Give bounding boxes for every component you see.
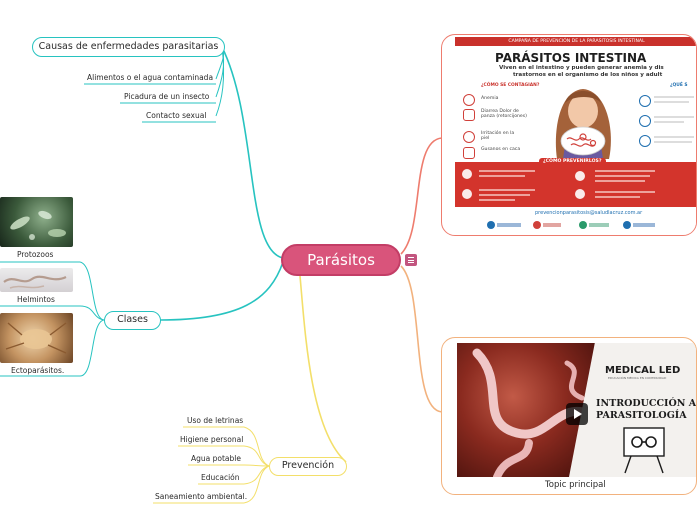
causa-item-3[interactable]: Contacto sexual — [146, 111, 207, 120]
stomach-icon — [463, 109, 475, 121]
video-thumbnail: MEDICAL LED EDUCACIÓN MÉDICA EN CONTINUI… — [457, 343, 697, 477]
poster-symptom-3: Irritación en la piel — [481, 131, 515, 142]
drop-icon — [639, 95, 651, 107]
notes-icon[interactable] — [405, 254, 417, 266]
prevencion-item-3[interactable]: Agua potable — [191, 454, 241, 463]
prevencion-topic-label: Prevención — [281, 460, 335, 471]
video-title-2: PARASITOLOGÍA — [596, 410, 687, 421]
video-title-1: INTRODUCCIÓN A — [596, 398, 697, 409]
poster-question-2: ¿QUÉ S — [670, 83, 688, 88]
video-play-button[interactable] — [566, 403, 588, 425]
poster-image: CAMPAÑA DE PREVENCIÓN DE LA PARASITOSIS … — [455, 37, 696, 233]
poster-sponsor-logos — [487, 221, 655, 229]
video-card[interactable]: MEDICAL LED EDUCACIÓN MÉDICA EN CONTINUI… — [441, 337, 697, 495]
poster-prevention-band: ¿CÓMO PREVENIRLOS? — [455, 158, 696, 207]
poster-heading: PARÁSITOS INTESTINA — [495, 51, 647, 65]
clase-label-ectoparasitos[interactable]: Ectoparásitos. — [11, 366, 65, 375]
video-caption: Topic principal — [545, 480, 606, 490]
skin-icon — [463, 131, 475, 143]
hands-icon — [639, 115, 651, 127]
poster-subheading-2: trastornos en el organismo de los niños … — [513, 72, 663, 78]
central-topic[interactable]: Parásitos — [281, 244, 401, 276]
prevencion-item-2[interactable]: Higiene personal — [180, 435, 244, 444]
clase-label-protozoos[interactable]: Protozoos — [17, 250, 54, 259]
clases-topic-label: Clases — [117, 314, 148, 325]
poster-card[interactable]: CAMPAÑA DE PREVENCIÓN DE LA PARASITOSIS … — [441, 34, 697, 236]
protozoos-image — [0, 197, 73, 247]
poster-prevent-label: ¿CÓMO PREVENIRLOS? — [539, 158, 606, 165]
clase-label-helmintos[interactable]: Helmintos — [17, 295, 55, 304]
central-topic-label: Parásitos — [307, 251, 375, 269]
ectoparasitos-image — [0, 313, 73, 363]
causas-topic-label: Causas de enfermedades parasitarias — [38, 41, 219, 52]
worm-icon — [463, 147, 475, 159]
poster-girl-illustration — [555, 89, 611, 159]
poster-question-1: ¿CÓMO SE CONTAGIAN? — [481, 83, 540, 88]
prevencion-item-4[interactable]: Educación — [201, 473, 240, 482]
bacteria-icon — [463, 94, 475, 106]
poster-banner: CAMPAÑA DE PREVENCIÓN DE LA PARASITOSIS … — [455, 37, 696, 46]
poster-symptom-4: Gusanos en caca — [481, 147, 521, 152]
prevencion-item-5[interactable]: Saneamiento ambiental. — [155, 492, 248, 501]
causa-item-1[interactable]: Alimentos o el agua contaminada — [87, 73, 214, 82]
food-icon — [639, 135, 651, 147]
worm-illustration — [472, 348, 592, 477]
play-icon — [574, 409, 582, 419]
poster-subheading-1: Viven en el intestino y pueden generar a… — [499, 65, 664, 71]
easel-glasses-icon — [623, 427, 665, 474]
causa-item-2[interactable]: Picadura de un insecto — [124, 92, 210, 101]
prevencion-topic[interactable]: Prevención — [269, 457, 347, 476]
video-brand-tag: EDUCACIÓN MÉDICA EN CONTINUIDAD — [608, 376, 667, 380]
video-brand: MEDICAL LED — [605, 365, 681, 376]
helmintos-image — [0, 268, 73, 292]
poster-symptom-1: Anemia — [481, 96, 499, 101]
poster-footer-link: prevencionparasitosis@saludlacruz.com.ar — [535, 210, 643, 216]
clases-topic[interactable]: Clases — [104, 311, 161, 330]
prevencion-item-1[interactable]: Uso de letrinas — [187, 416, 244, 425]
poster-symptom-2: Diarrea Dolor de panza (retorcijones) — [481, 109, 527, 120]
causas-topic[interactable]: Causas de enfermedades parasitarias — [32, 37, 225, 57]
